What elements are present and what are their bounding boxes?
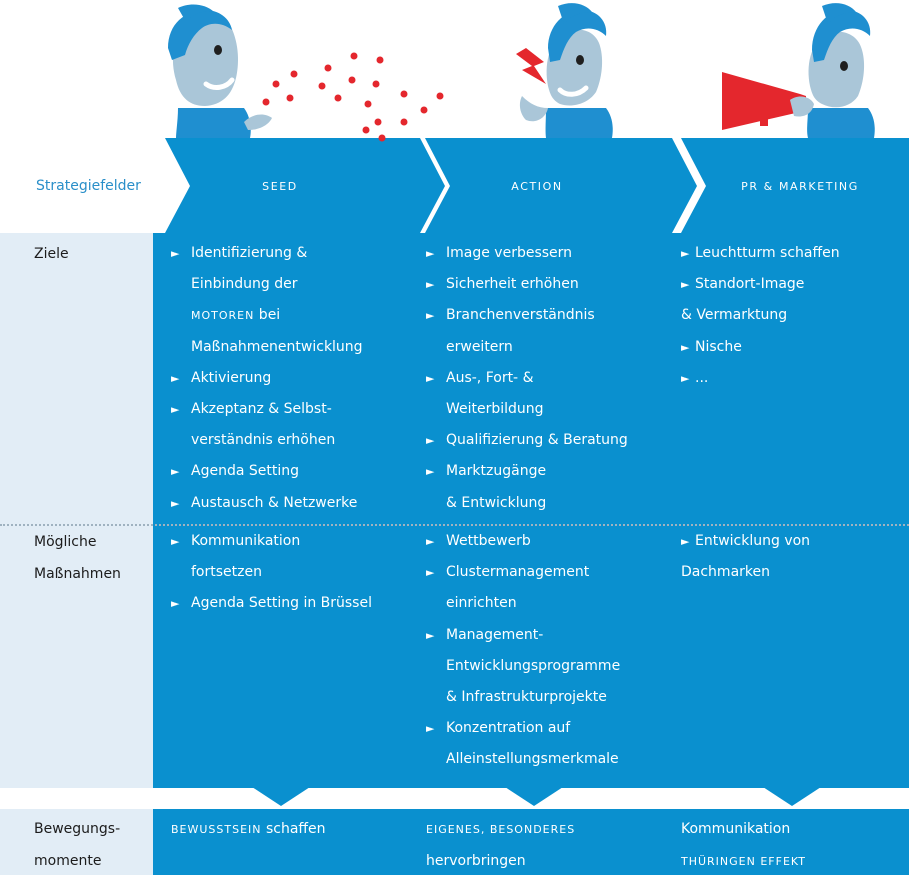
bewegung-pr-1: Kommunikation [681,821,791,837]
header-action: ACTION [511,180,563,193]
list-item: ►Image verbessern [426,245,573,261]
list-item: ►Akzeptanz & Selbst-verständnis erhöhen [171,401,336,449]
list-item: ►Wettbewerb [426,533,531,549]
seed-down-arrow [252,787,310,806]
header-seed: SEED [262,180,298,193]
bewegung-action-2: hervorbringen [426,853,526,869]
list-item: & Vermarktung [681,307,788,324]
pr-down-arrow [763,787,821,806]
list-item: ►Aktivierung [171,369,272,386]
massnahmen-pr: ►Entwicklung von Dachmarken [681,526,901,588]
list-item: ►... [681,369,709,386]
row-label-bewegung-2: momente [34,853,102,869]
action-down-arrow [505,787,563,806]
action-chevron [425,138,697,233]
row-label-bewegung-1: Bewegungs- [34,821,121,837]
row-label-massnahmen-1: Mögliche [34,534,97,550]
list-item: ►Sicherheit erhöhen [426,276,579,293]
bewegungsmomente-band [153,809,909,875]
person-with-lightning-icon [516,3,613,138]
list-item: ►Leuchtturm schaffen [681,245,840,261]
list-item: ►Entwicklung von [681,533,811,549]
list-item: ►Austausch & Netzwerke [171,494,358,511]
bewegung-seed: BEWUSSTSEIN schaffen [171,821,326,837]
list-item: ►Agenda Setting [171,463,299,480]
seed-chevron [165,138,445,233]
list-item: ►Qualifizierung & Beratung [426,432,628,449]
header-pr-marketing: PR & MARKETING [741,180,859,193]
ziele-pr: ►Leuchtturm schaffen ►Standort-Image & V… [681,238,901,394]
list-item: ►Nische [681,338,742,355]
list-item: ►Management-Entwicklungsprogramme& Infra… [426,626,621,706]
label-column-bottom [0,809,153,875]
pr-chevron [681,138,909,233]
bewegung-pr-2: THÜRINGEN EFFEKT [681,855,806,868]
row-separator [0,524,909,526]
label-column-main [0,233,153,788]
content-block [153,233,909,788]
list-item: ►Aus-, Fort- &Weiterbildung [426,369,544,418]
person-with-megaphone-icon [722,3,875,138]
bewegung-action-1: EIGENES, BESONDERES [426,823,576,836]
ziele-action: ►Image verbessern ►Sicherheit erhöhen ►B… [426,238,666,519]
person-tossing-seeds-icon [168,4,444,142]
list-item: ►Marktzugänge& Entwicklung [426,463,547,511]
row-label-strategiefelder: Strategiefelder [36,178,141,194]
row-label-ziele: Ziele [34,246,69,262]
list-item: Dachmarken [681,564,770,581]
list-item: ►Standort-Image [681,276,805,293]
list-item: ►Agenda Setting in Brüssel [171,595,372,612]
row-label-massnahmen-2: Maßnahmen [34,566,121,582]
